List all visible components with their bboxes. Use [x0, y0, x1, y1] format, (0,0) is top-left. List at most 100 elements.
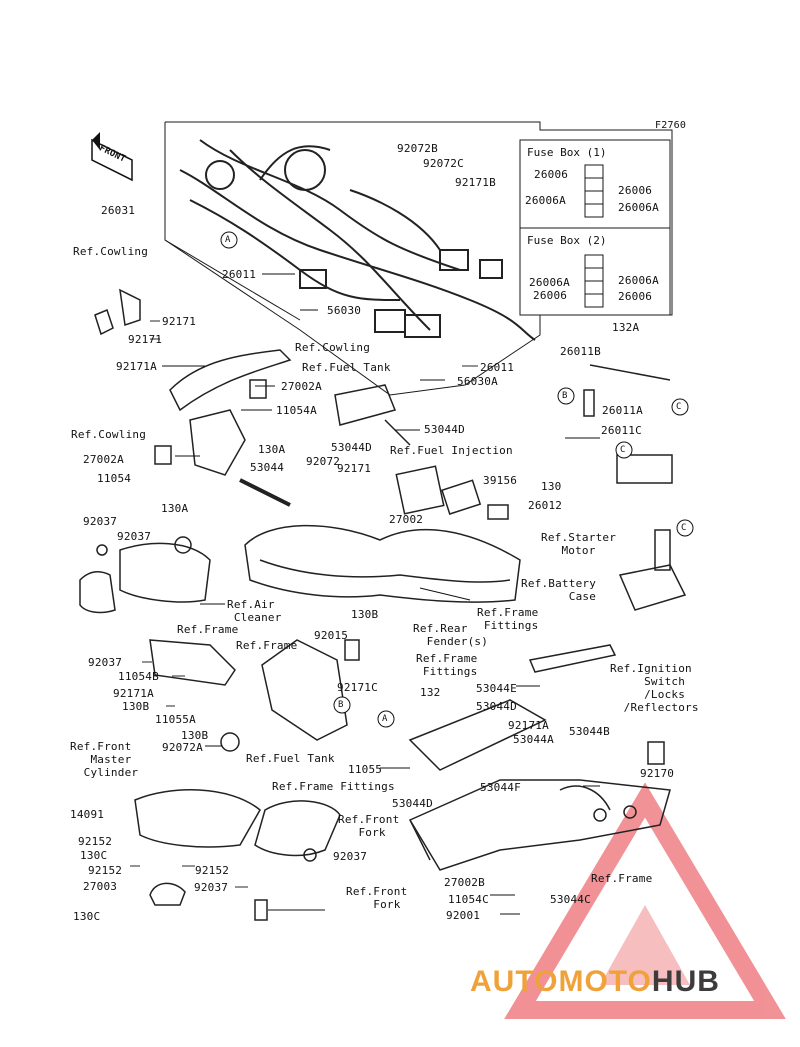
rear-fender-plate [408, 644, 617, 771]
part-label: 27002A [281, 380, 322, 393]
part-label: 130B [181, 729, 209, 742]
ref-label: Ref.Air Cleaner [227, 598, 282, 624]
ref-label: Ref.Cowling [295, 341, 371, 354]
ref-label: Ref.Front Fork [346, 885, 408, 911]
fuse-label: 26006 [618, 184, 653, 197]
part-label: 53044D [331, 441, 372, 454]
fuse-box-frame [519, 139, 671, 316]
fuse-label: 26006 [533, 289, 568, 302]
part-label: 130C [80, 849, 108, 862]
ref-label: Ref.Cowling [71, 428, 147, 441]
ref-label: Ref.Ignition Switch /Locks /Reflectors [610, 662, 699, 714]
part-label: 53044D [424, 423, 465, 436]
ref-label: Ref.Frame Fittings [477, 606, 539, 632]
part-label: 130A [258, 443, 286, 456]
ref-label: Ref.Fuel Tank [246, 752, 335, 765]
part-label: 26011 [480, 361, 515, 374]
part-label: 92072B [397, 142, 438, 155]
frame-section [149, 639, 360, 752]
part-label: 132A [612, 321, 640, 334]
battery-assembly [583, 364, 687, 611]
part-label: 92037 [333, 850, 368, 863]
ref-label: Ref.Fuel Tank [302, 361, 391, 374]
part-label: 14091 [70, 808, 105, 821]
part-label: 130B [122, 700, 150, 713]
part-label: 53044B [569, 725, 610, 738]
part-label: 53044D [476, 700, 517, 713]
part-label: 27002A [83, 453, 124, 466]
part-label: 11055 [348, 763, 383, 776]
callout-letter: A [382, 714, 388, 724]
ref-label: Ref.Front Fork [338, 813, 400, 839]
part-label: 11054 [97, 472, 132, 485]
part-label: 130 [541, 480, 562, 493]
figure-code: F2760 [655, 120, 687, 131]
callout-circles [220, 231, 694, 728]
ref-label: Ref.Frame [236, 639, 298, 652]
part-label: 27002B [444, 876, 485, 889]
part-label: 11054B [118, 670, 159, 683]
part-label: 92171B [455, 176, 496, 189]
part-label: 92171 [128, 333, 163, 346]
part-label: 92037 [83, 515, 118, 528]
part-label: 39156 [483, 474, 518, 487]
harness-outline [164, 121, 673, 396]
part-label: 130B [351, 608, 379, 621]
part-label: 92072 [306, 455, 341, 468]
ref-label: Ref.Frame Fittings [416, 652, 478, 678]
part-label: 53044 [250, 461, 285, 474]
ref-label: Ref.Battery Case [521, 577, 597, 603]
part-label: 26011B [560, 345, 601, 358]
part-label: 53044E [476, 682, 517, 695]
watermark-triangle-logo [504, 782, 786, 1019]
part-label: 92171A [113, 687, 154, 700]
ref-label: Ref.Rear Fender(s) [413, 622, 489, 648]
watermark-part1: AUTOMOTO [470, 965, 652, 998]
part-label: 56030A [457, 375, 498, 388]
part-label: 130A [161, 502, 189, 515]
watermark-text: AUTOMOTOHUB [470, 965, 720, 999]
callout-letter: A [225, 235, 231, 245]
callout-letter: C [676, 402, 682, 412]
part-label: 11055A [155, 713, 196, 726]
watermark-part2: HUB [651, 965, 720, 998]
fuse-label: 26006A [618, 201, 659, 214]
wiring-harness [179, 139, 536, 341]
part-label: 11054A [276, 404, 317, 417]
part-label: 92152 [78, 835, 113, 848]
callout-letter: C [620, 445, 626, 455]
part-label: 11054C [448, 893, 489, 906]
fuse-label: 26006 [534, 168, 569, 181]
part-label: 92170 [640, 767, 675, 780]
part-label: 92015 [314, 629, 349, 642]
part-label: 92152 [88, 864, 123, 877]
part-label: 132 [420, 686, 441, 699]
part-label: 26011 [222, 268, 257, 281]
fuse-label: 26006A [525, 194, 566, 207]
callout-letter: C [681, 523, 687, 533]
part-label: 27003 [83, 880, 118, 893]
part-label: 92171 [162, 315, 197, 328]
ref-label: Ref.Frame [177, 623, 239, 636]
part-label: 26012 [528, 499, 563, 512]
part-label: 53044D [392, 797, 433, 810]
part-label: 92072A [162, 741, 203, 754]
part-label: 92037 [194, 881, 229, 894]
air-cleaner-housing [79, 536, 211, 614]
part-label: 92171A [508, 719, 549, 732]
part-label: 92037 [88, 656, 123, 669]
part-label: 92001 [446, 909, 481, 922]
leader-lines [130, 273, 600, 915]
part-label: 92037 [117, 530, 152, 543]
part-label: 26031 [101, 204, 136, 217]
part-label: 26011C [601, 424, 642, 437]
callout-letter: B [338, 700, 344, 710]
fuse-box-1-title: Fuse Box (1) [527, 146, 607, 159]
part-label: 53044A [513, 733, 554, 746]
fuse-label: 26006A [618, 274, 659, 287]
part-label: 130C [73, 910, 101, 923]
part-label: 53044F [480, 781, 521, 794]
ref-label: Ref.Fuel Injection [390, 444, 513, 457]
fuse-box-2-title: Fuse Box (2) [527, 234, 607, 247]
